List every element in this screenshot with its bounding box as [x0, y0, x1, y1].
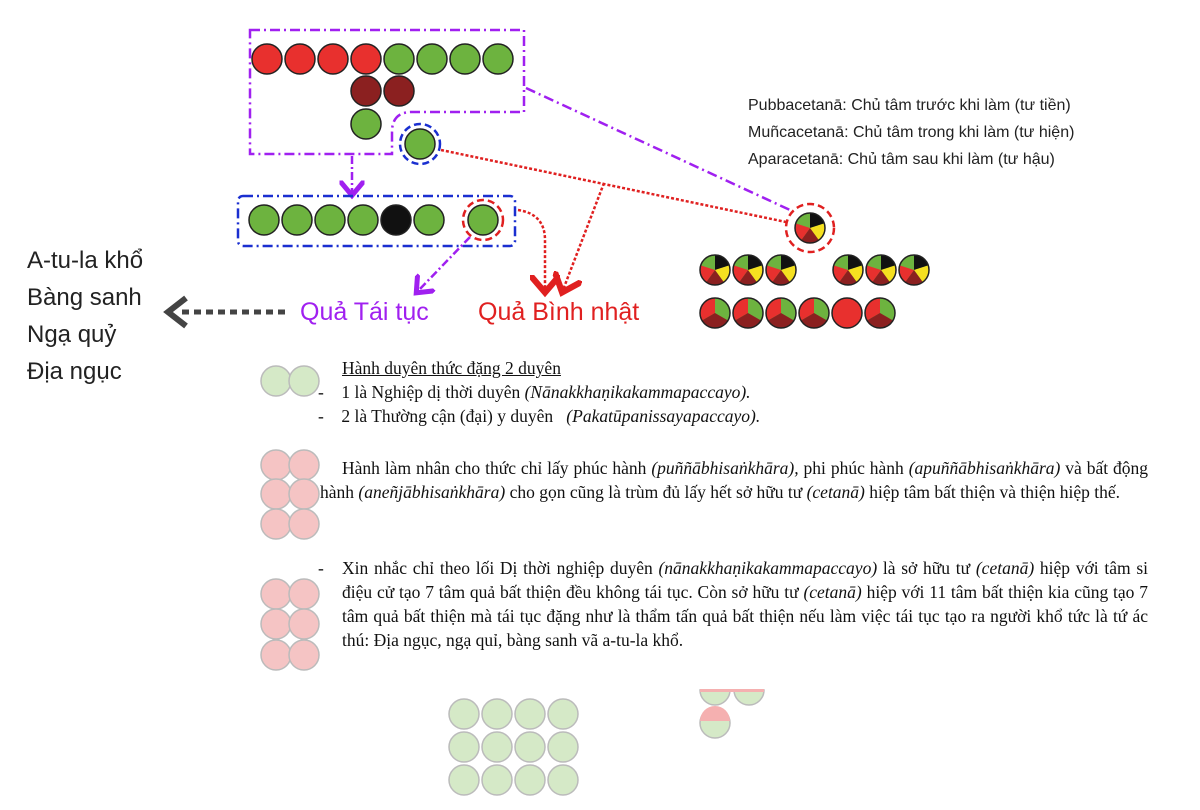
doc-bullet-dash: - [318, 558, 324, 578]
doc-paragraph-2: Xin nhắc chỉ theo lối Dị thời nghiệp duy… [342, 556, 1148, 652]
realm-item: Bàng sanh [27, 284, 142, 311]
text: Xin nhắc chỉ theo lối Dị thời nghiệp duy… [342, 558, 659, 578]
arrow-left-icon [163, 295, 188, 329]
note-pubba: Pubbacetanā: Chủ tâm trước khi làm (tư t… [748, 97, 1071, 114]
text: 2 là Thường cận (đại) y duyên [341, 406, 567, 426]
cetana-notes: Pubbacetanā: Chủ tâm trước khi làm (tư t… [748, 92, 1074, 173]
faded-circles [260, 365, 765, 796]
note-munca: Muñcacetanā: Chủ tâm trong khi làm (tư h… [748, 124, 1075, 141]
realm-item: A-tu-la khổ [27, 247, 144, 274]
text: hiệp với tâm si điệu cử tạo 7 tâm quả bấ… [342, 558, 1148, 602]
doc-item-1: - 1 là Nghiệp dị thời duyên (Nānakkhaṇik… [318, 382, 751, 402]
pali-term: (Nānakkhaṇikakammapaccayo). [524, 382, 751, 402]
note-apara: Aparacetanā: Chủ tâm sau khi làm (tư hậu… [748, 151, 1055, 168]
realm-item: Địa ngục [27, 358, 122, 385]
text: 1 là Nghiệp dị thời duyên [341, 382, 525, 402]
pali-term: (cetanā) [806, 482, 865, 502]
label-rebirth: Quả Tái tục [300, 298, 429, 326]
purple-group-box [248, 28, 526, 156]
realm-item: Ngạ quỷ [27, 321, 117, 348]
text: hiệp tâm bất thiện và thiện hiệp thế. [864, 482, 1121, 502]
pali-term: (nānakkhaṇikakammapaccayo) [658, 558, 878, 578]
text: phi phúc hành [798, 458, 909, 478]
pie-row-1 [699, 254, 930, 286]
pie-row-2 [699, 297, 896, 329]
pali-term: (apuññābhisaṅkhāra) [908, 458, 1061, 478]
label-ongoing: Quả Bình nhật [478, 298, 640, 326]
pali-term: (cetanā) [803, 582, 862, 602]
doc-section-1: Hành duyên thức đặng 2 duyên - 1 là Nghi… [318, 356, 1148, 428]
text: hiệp với 11 tâm bất thiện kia cũng tạo 7… [342, 582, 1148, 650]
text: là sở hữu tư [877, 558, 976, 578]
doc-heading: Hành duyên thức đặng 2 duyên [342, 358, 561, 378]
doc-paragraph-1: Hành làm nhân cho thức chỉ lấy phúc hành… [320, 456, 1148, 504]
realms-list: A-tu-la khổ Bàng sanh Ngạ quỷ Địa ngục [27, 242, 143, 390]
doc-item-2: - 2 là Thường cận (đại) y duyên (Pakatūp… [318, 406, 761, 426]
pali-term: (aneñjābhisaṅkhāra) [358, 482, 506, 502]
top-circles [251, 43, 514, 160]
blue-group-box [236, 194, 517, 248]
pali-term: (puññābhisaṅkhāra), [651, 458, 799, 478]
text: Hành làm nhân cho thức chỉ lấy phúc hành [342, 458, 652, 478]
text: và bất động hành [320, 458, 1148, 502]
text: cho gọn cũng là trùm đủ lấy hết sở hữu t… [505, 482, 807, 502]
pali-term: (Pakatūpanissayapaccayo). [566, 406, 761, 426]
pali-term: (cetanā) [975, 558, 1035, 578]
